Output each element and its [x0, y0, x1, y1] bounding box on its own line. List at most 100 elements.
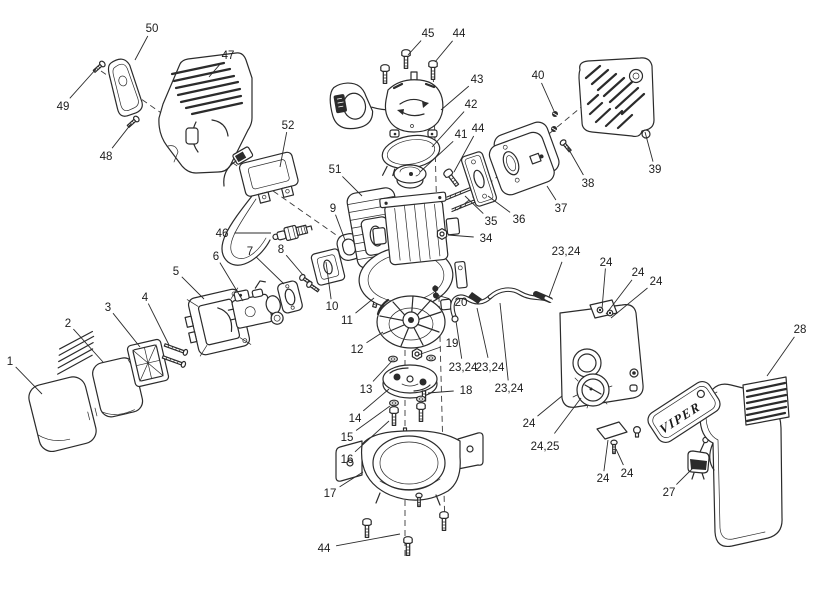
part-3-filter-screen — [126, 338, 170, 388]
callout-7: 7 — [247, 246, 253, 258]
part-37-muffler — [488, 121, 560, 196]
callout-38: 38 — [582, 178, 595, 190]
leader-line-44 — [453, 135, 475, 173]
part-15-washer — [389, 399, 399, 407]
callout-50: 50 — [146, 23, 159, 35]
callout-39: 39 — [649, 164, 662, 176]
callout-34: 34 — [480, 233, 493, 245]
leader-line-3 — [112, 312, 141, 348]
callout-24: 24 — [621, 468, 634, 480]
leader-line-37 — [546, 185, 557, 201]
leader-line-16 — [354, 420, 390, 453]
plate-screw — [610, 439, 618, 455]
callout-24: 24 — [632, 267, 645, 279]
callout-15: 15 — [341, 432, 354, 444]
part-34-nut — [436, 228, 448, 240]
leader-line-38 — [567, 147, 584, 176]
callout-20: 20 — [455, 297, 468, 309]
part-17-engine-mount — [335, 430, 484, 506]
part-27-ignition-switch — [687, 436, 710, 480]
callout-23,24: 23,24 — [476, 362, 505, 374]
part-fuel-tank — [559, 299, 644, 409]
callout-52: 52 — [282, 120, 295, 132]
bolt-extra-top — [380, 64, 390, 85]
leader-line-12 — [366, 331, 384, 344]
callout-35: 35 — [485, 216, 498, 228]
leader-line-20 — [432, 293, 450, 300]
leader-line-41 — [419, 140, 454, 173]
callout-23,24: 23,24 — [495, 383, 524, 395]
leader-line-15 — [355, 405, 391, 431]
part-23-24-fuel-lines — [450, 287, 554, 323]
callout-5: 5 — [173, 266, 179, 278]
leader-line-24 — [605, 279, 633, 315]
callout-45: 45 — [422, 28, 435, 40]
washer-right — [426, 354, 436, 362]
callout-24: 24 — [523, 418, 536, 430]
leader-line-24 — [610, 287, 648, 319]
part-44-bolt-top — [428, 60, 438, 81]
leader-line-48 — [111, 123, 132, 149]
leader-line-23,24 — [499, 302, 509, 381]
leader-line-8 — [285, 254, 304, 276]
part-47-cylinder-cover — [158, 52, 253, 174]
callout-36: 36 — [513, 214, 526, 226]
leader-line-52 — [279, 132, 288, 168]
leader-line-36 — [487, 195, 511, 213]
leader-line-24 — [537, 395, 563, 417]
callout-9: 9 — [330, 203, 336, 215]
callout-19: 19 — [446, 338, 459, 350]
leader-line-43 — [440, 85, 470, 111]
part-50-cover-gasket — [107, 58, 143, 117]
callout-1: 1 — [7, 356, 13, 368]
callout-12: 12 — [351, 344, 364, 356]
leader-line-18 — [427, 390, 454, 394]
callout-24: 24 — [597, 473, 610, 485]
leader-line-24 — [603, 439, 609, 472]
callout-24: 24 — [650, 276, 663, 288]
leader-line-9 — [335, 214, 346, 241]
callout-28: 28 — [794, 324, 807, 336]
callout-10: 10 — [326, 301, 339, 313]
leader-line-44 — [434, 40, 453, 63]
part-44-bolts-bottom — [362, 511, 449, 557]
leader-line-5 — [181, 276, 205, 300]
leader-line-19 — [417, 346, 441, 356]
callout-44: 44 — [453, 28, 466, 40]
part-crankcase — [358, 191, 468, 318]
leader-line-44 — [336, 533, 401, 547]
callout-27: 27 — [663, 487, 676, 499]
part-6-carburetor — [227, 280, 284, 329]
leader-line-6 — [219, 262, 244, 302]
leader-line-24,25 — [554, 397, 582, 434]
part-35-studs — [446, 183, 485, 213]
leader-line-47 — [208, 62, 222, 78]
leader-line-13 — [372, 360, 393, 382]
callout-37: 37 — [555, 203, 568, 215]
part-40-nuts — [551, 111, 559, 132]
part-4-screws — [161, 343, 189, 368]
callout-24,25: 24,25 — [531, 441, 560, 453]
part-38-screw — [558, 138, 574, 154]
callout-49: 49 — [57, 101, 70, 113]
part-44-bolt-mid — [442, 167, 462, 189]
callout-14: 14 — [349, 413, 362, 425]
part-13-washer — [388, 355, 398, 363]
callout-4: 4 — [142, 292, 149, 304]
callout-43: 43 — [471, 74, 484, 86]
leader-line-34 — [447, 234, 474, 238]
callout-3: 3 — [105, 302, 111, 314]
starter-handle — [329, 82, 396, 130]
leader-line-23,24 — [548, 261, 563, 298]
leader-line-10 — [325, 261, 332, 300]
part-36-muffler-gasket — [460, 151, 498, 207]
leader-line-17 — [339, 471, 364, 488]
callout-48: 48 — [100, 151, 113, 163]
callout-41: 41 — [455, 129, 468, 141]
leader-line-50 — [134, 35, 149, 61]
callout-51: 51 — [329, 164, 342, 176]
callout-42: 42 — [465, 99, 478, 111]
